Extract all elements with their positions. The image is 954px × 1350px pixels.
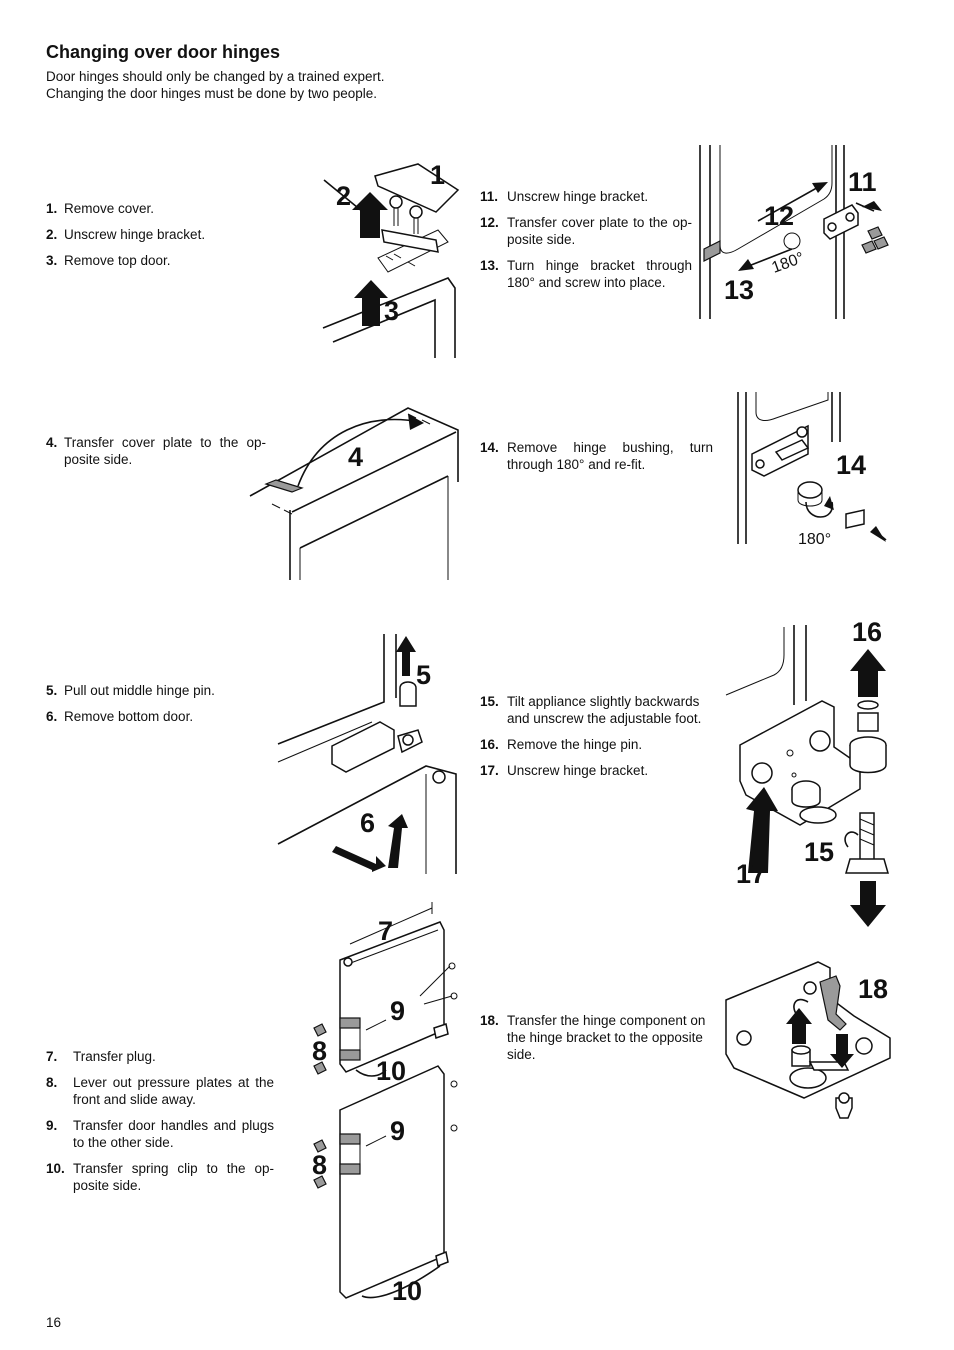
- step-item: 1. Remove cover.: [46, 200, 276, 217]
- step-text: Pull out middle hinge pin.: [64, 683, 215, 698]
- intro-line-2: Changing the door hinges must be done by…: [46, 86, 377, 101]
- angle-label-180-b: 180°: [798, 531, 831, 548]
- steps-5-6: 5. Pull out middle hinge pin. 6. Remove bot…: [46, 682, 276, 734]
- figure-steps-15-17: 16 15 17: [725, 617, 889, 927]
- steps-15-17: 15. Tilt appliance slightly backwards and…: [480, 693, 712, 788]
- step-number: 3.: [46, 253, 58, 268]
- step-text: Transfer door handles and plugs to the o…: [73, 1118, 274, 1150]
- step-text: Tilt appliance slightly backwards and un…: [507, 694, 702, 726]
- step-item: 11. Unscrew hinge bracket.: [480, 188, 692, 205]
- step-item: 4. Transfer cover plate to the op-posite …: [46, 434, 266, 468]
- step-number: 5.: [46, 683, 58, 698]
- steps-4: 4. Transfer cover plate to the op-posite …: [46, 434, 266, 477]
- step-number: 17.: [480, 763, 499, 778]
- step-item: 16. Remove the hinge pin.: [480, 736, 712, 753]
- step-label-4: 4: [348, 442, 363, 472]
- step-text: Remove top door.: [64, 253, 171, 268]
- figure-steps-11-13: 11 12 13 180°: [699, 145, 889, 319]
- step-label-1: 1: [430, 160, 445, 190]
- step-text: Remove hinge bushing, turn through 180° …: [507, 440, 713, 472]
- step-text: Transfer spring clip to the op-posite si…: [73, 1161, 274, 1193]
- step-label-9b: 9: [390, 1116, 405, 1146]
- step-number: 9.: [46, 1118, 58, 1133]
- step-label-7: 7: [378, 916, 393, 946]
- step-number: 2.: [46, 227, 58, 242]
- step-item: 13. Turn hinge bracket through 180° and s…: [480, 257, 692, 291]
- step-number: 13.: [480, 258, 499, 273]
- figure-step-14: 14 180°: [737, 392, 887, 548]
- step-number: 15.: [480, 694, 499, 709]
- steps-11-13: 11. Unscrew hinge bracket. 12. Transfer cov…: [480, 188, 692, 300]
- step-label-8b: 8: [312, 1150, 327, 1180]
- step-number: 10.: [46, 1161, 65, 1176]
- step-label-5: 5: [416, 660, 431, 690]
- step-text: Remove bottom door.: [64, 709, 194, 724]
- step-number: 12.: [480, 215, 499, 230]
- step-item: 2. Unscrew hinge bracket.: [46, 226, 276, 243]
- step-number: 11.: [480, 189, 499, 204]
- figure-step-4: 4: [249, 407, 459, 580]
- step-item: 6. Remove bottom door.: [46, 708, 276, 725]
- steps-1-3: 1. Remove cover. 2. Unscrew hinge bracket. 3…: [46, 200, 276, 278]
- step-number: 16.: [480, 737, 499, 752]
- step-label-17: 17: [736, 859, 766, 889]
- step-number: 1.: [46, 201, 58, 216]
- step-label-10b: 10: [392, 1276, 422, 1306]
- step-number: 8.: [46, 1075, 58, 1090]
- step-label-6: 6: [360, 808, 375, 838]
- step-text: Remove cover.: [64, 201, 155, 216]
- step-text: Transfer cover plate to the op-posite si…: [507, 215, 692, 247]
- step-text: Unscrew hinge bracket.: [507, 763, 649, 778]
- step-number: 18.: [480, 1013, 499, 1028]
- step-text: Turn hinge bracket through 180° and scre…: [507, 258, 692, 290]
- step-label-9: 9: [390, 996, 405, 1026]
- figure-steps-1-3: 1 2 3: [322, 160, 460, 358]
- step-text: Unscrew hinge bracket.: [507, 189, 649, 204]
- step-label-16: 16: [852, 617, 882, 647]
- step-item: 3. Remove top door.: [46, 252, 276, 269]
- step-label-18: 18: [858, 974, 888, 1004]
- step-label-2: 2: [336, 181, 351, 211]
- step-item: 10. Transfer spring clip to the op-posite…: [46, 1160, 274, 1194]
- figure-steps-7-10: 7 8 9 10 8 9 10: [312, 902, 458, 1306]
- step-label-13: 13: [724, 275, 754, 305]
- figure-steps-5-6: 5 6: [277, 634, 457, 874]
- step-text: Transfer plug.: [73, 1049, 156, 1064]
- steps-18: 18. Transfer the hinge component on the h…: [480, 1012, 712, 1072]
- angle-label-180: 180°: [770, 249, 807, 276]
- step-text: Transfer cover plate to the op-posite si…: [64, 435, 266, 467]
- steps-14: 14. Remove hinge bushing, turn through 18…: [480, 439, 713, 482]
- step-item: 12. Transfer cover plate to the op-posite…: [480, 214, 692, 248]
- step-item: 8. Lever out pressure plates at the front…: [46, 1074, 274, 1108]
- page-title: Changing over door hinges: [46, 42, 281, 62]
- step-label-8: 8: [312, 1036, 327, 1066]
- page-number: 16: [46, 1315, 62, 1330]
- step-item: 15. Tilt appliance slightly backwards and…: [480, 693, 712, 727]
- step-text: Transfer the hinge component on the hing…: [507, 1013, 706, 1062]
- figure-step-18: 18: [725, 961, 891, 1119]
- step-label-3: 3: [384, 296, 399, 326]
- steps-7-10: 7. Transfer plug. 8. Lever out pressure pla…: [46, 1048, 274, 1203]
- step-item: 14. Remove hinge bushing, turn through 18…: [480, 439, 713, 473]
- step-label-12: 12: [764, 201, 794, 231]
- step-number: 6.: [46, 709, 58, 724]
- step-number: 14.: [480, 440, 499, 455]
- step-number: 7.: [46, 1049, 58, 1064]
- step-item: 17. Unscrew hinge bracket.: [480, 762, 712, 779]
- step-text: Remove the hinge pin.: [507, 737, 643, 752]
- step-label-11: 11: [848, 167, 877, 197]
- intro-line-1: Door hinges should only be changed by a …: [46, 69, 385, 84]
- step-item: 5. Pull out middle hinge pin.: [46, 682, 276, 699]
- step-number: 4.: [46, 435, 58, 450]
- step-item: 7. Transfer plug.: [46, 1048, 274, 1065]
- step-text: Unscrew hinge bracket.: [64, 227, 206, 242]
- step-item: 9. Transfer door handles and plugs to the…: [46, 1117, 274, 1151]
- step-label-14: 14: [836, 450, 866, 480]
- step-label-10: 10: [376, 1056, 406, 1086]
- intro-text: Door hinges should only be changed by a …: [46, 68, 384, 102]
- step-text: Lever out pressure plates at the front a…: [73, 1075, 274, 1107]
- step-label-15: 15: [804, 837, 834, 867]
- step-item: 18. Transfer the hinge component on the h…: [480, 1012, 712, 1063]
